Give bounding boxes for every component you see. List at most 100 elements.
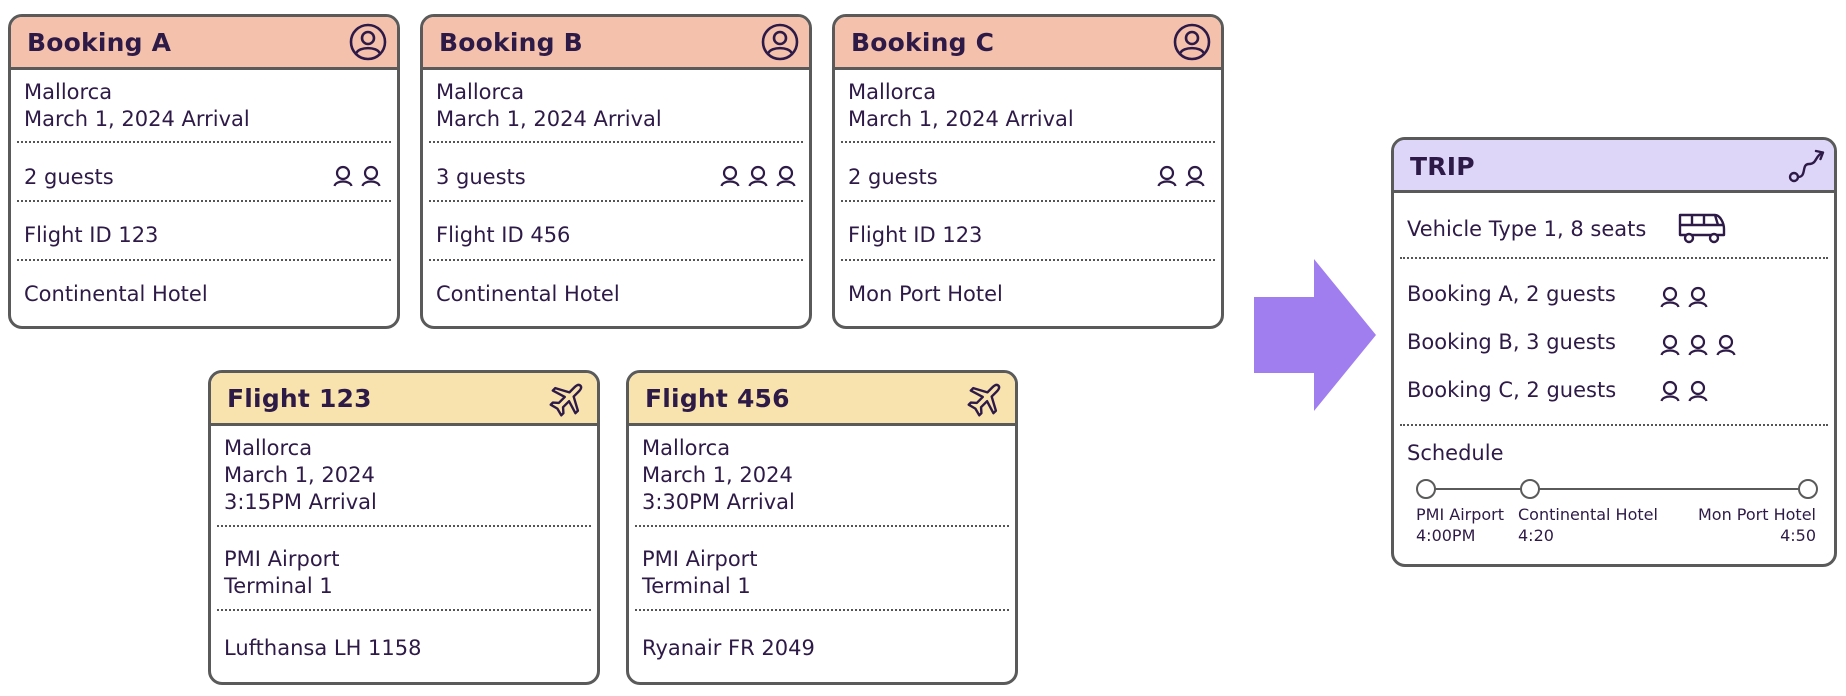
flight-title: Flight 123 <box>227 384 372 413</box>
person-icon <box>720 165 740 187</box>
user-circle-icon <box>761 23 799 61</box>
booking-card-a: Booking A Mallorca March 1, 2024 Arrival… <box>8 14 400 329</box>
divider <box>217 525 591 527</box>
flight-carrier: Lufthansa LH 1158 <box>224 636 422 660</box>
transform-arrow <box>1254 259 1376 411</box>
trip-card-header: TRIP <box>1394 140 1834 193</box>
divider <box>217 609 591 611</box>
user-circle-icon <box>349 23 387 61</box>
booking-card-header: Booking C <box>835 17 1221 70</box>
divider <box>17 200 391 202</box>
flight-title: Flight 456 <box>645 384 790 413</box>
divider <box>1400 257 1828 259</box>
booking-flight: Flight ID 123 <box>848 223 983 247</box>
trip-vehicle: Vehicle Type 1, 8 seats <box>1407 217 1647 241</box>
trip-title: TRIP <box>1410 152 1475 181</box>
person-icon <box>1660 380 1680 402</box>
booking-location: Mallorca <box>24 80 113 104</box>
flight-card-123: Flight 123 Mallorca March 1, 2024 3:15PM… <box>208 370 600 685</box>
guest-icons <box>720 165 796 187</box>
booking-flight: Flight ID 123 <box>24 223 159 247</box>
schedule-stop-time: 4:00PM <box>1416 526 1476 545</box>
divider <box>17 259 391 261</box>
guest-icons <box>1157 165 1205 187</box>
booking-card-header: Booking A <box>11 17 397 70</box>
booking-guests: 2 guests <box>848 165 938 189</box>
schedule-timeline <box>1416 479 1818 499</box>
schedule-label: Schedule <box>1407 441 1504 465</box>
flight-date: March 1, 2024 <box>224 463 375 487</box>
schedule-stop-marker <box>1798 479 1818 499</box>
person-icon <box>1157 165 1177 187</box>
divider <box>841 200 1215 202</box>
flight-terminal: Terminal 1 <box>224 574 333 598</box>
flight-terminal: Terminal 1 <box>642 574 751 598</box>
guest-icons <box>1660 334 1736 356</box>
trip-booking-row: Booking C, 2 guests <box>1407 378 1617 402</box>
schedule-stop-marker <box>1416 479 1436 499</box>
booking-hotel: Continental Hotel <box>24 282 208 306</box>
guest-icons <box>1660 286 1708 308</box>
person-icon <box>1688 286 1708 308</box>
flight-airport: PMI Airport <box>642 547 758 571</box>
trip-booking-row: Booking A, 2 guests <box>1407 282 1616 306</box>
person-icon <box>776 165 796 187</box>
flight-arrival: 3:30PM Arrival <box>642 490 795 514</box>
booking-location: Mallorca <box>848 80 937 104</box>
booking-arrival: March 1, 2024 Arrival <box>24 107 250 131</box>
booking-arrival: March 1, 2024 Arrival <box>436 107 662 131</box>
guest-icons <box>1660 380 1708 402</box>
divider <box>17 141 391 143</box>
booking-card-header: Booking B <box>423 17 809 70</box>
flight-card-header: Flight 123 <box>211 373 597 426</box>
booking-title: Booking B <box>439 28 583 57</box>
schedule-stop-marker <box>1520 479 1540 499</box>
divider <box>635 525 1009 527</box>
divider <box>1400 424 1828 426</box>
divider <box>841 259 1215 261</box>
divider <box>635 609 1009 611</box>
booking-hotel: Mon Port Hotel <box>848 282 1003 306</box>
booking-card-b: Booking B Mallorca March 1, 2024 Arrival… <box>420 14 812 329</box>
person-icon <box>1688 380 1708 402</box>
person-icon <box>361 165 381 187</box>
user-circle-icon <box>1173 23 1211 61</box>
airplane-icon <box>967 383 1001 417</box>
booking-location: Mallorca <box>436 80 525 104</box>
booking-guests: 3 guests <box>436 165 526 189</box>
booking-guests: 2 guests <box>24 165 114 189</box>
booking-title: Booking C <box>851 28 995 57</box>
flight-date: March 1, 2024 <box>642 463 793 487</box>
booking-hotel: Continental Hotel <box>436 282 620 306</box>
schedule-stop-time: 4:20 <box>1518 526 1554 545</box>
person-icon <box>1716 334 1736 356</box>
route-icon <box>1788 149 1825 183</box>
booking-arrival: March 1, 2024 Arrival <box>848 107 1074 131</box>
booking-card-c: Booking C Mallorca March 1, 2024 Arrival… <box>832 14 1224 329</box>
person-icon <box>1660 334 1680 356</box>
airplane-icon <box>549 383 583 417</box>
person-icon <box>1660 286 1680 308</box>
divider <box>841 141 1215 143</box>
person-icon <box>333 165 353 187</box>
booking-title: Booking A <box>27 28 172 57</box>
guest-icons <box>333 165 381 187</box>
schedule-stop-name: Continental Hotel <box>1518 505 1658 524</box>
flight-location: Mallorca <box>642 436 731 460</box>
flight-location: Mallorca <box>224 436 313 460</box>
flight-card-456: Flight 456 Mallorca March 1, 2024 3:30PM… <box>626 370 1018 685</box>
trip-booking-row: Booking B, 3 guests <box>1407 330 1616 354</box>
flight-card-header: Flight 456 <box>629 373 1015 426</box>
trip-card: TRIP Vehicle Type 1, 8 seats Booking A, … <box>1391 137 1837 567</box>
van-icon <box>1678 213 1726 244</box>
person-icon <box>748 165 768 187</box>
schedule-stop-name: PMI Airport <box>1416 505 1505 524</box>
divider <box>429 200 803 202</box>
schedule-stop-time: 4:50 <box>1780 526 1816 545</box>
person-icon <box>1688 334 1708 356</box>
flight-arrival: 3:15PM Arrival <box>224 490 377 514</box>
flight-carrier: Ryanair FR 2049 <box>642 636 815 660</box>
schedule-stop-name: Mon Port Hotel <box>1697 505 1816 524</box>
person-icon <box>1185 165 1205 187</box>
flight-airport: PMI Airport <box>224 547 340 571</box>
